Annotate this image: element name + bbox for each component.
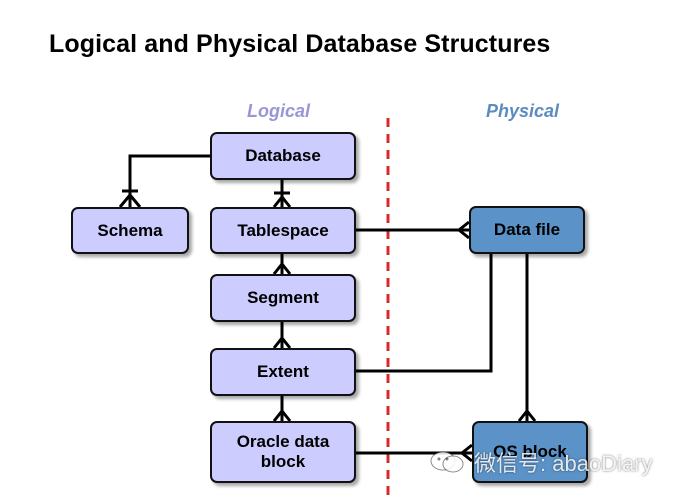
data-file-label: Data file [493,220,561,239]
segment-label: Segment [247,288,319,307]
extent-node: Extent [210,348,356,396]
os-block-label: OS block [493,442,567,461]
database-node: Database [210,132,356,180]
os-block-node: OS block [472,421,588,483]
logical-section-label: Logical [247,101,311,121]
crowfoot-tablespace [272,194,292,208]
crowfoot-block-os [459,443,473,463]
diagram-title: Logical and Physical Database Structures [49,30,551,58]
oracle-data-block-label: Oracle data block [236,432,330,471]
extent-label: Extent [257,362,309,381]
physical-section-label: Physical [486,101,560,121]
tablespace-node: Tablespace [210,207,356,254]
database-label: Database [245,146,321,165]
wechat-icon [430,451,464,473]
tablespace-label: Tablespace [237,220,329,240]
crowfoot-segment [272,261,292,275]
crowfoot-osblock [517,408,537,422]
segment-node: Segment [210,274,356,322]
watermark-text: 微信号: abaoDiary [474,451,653,476]
crowfoot-extent [272,335,292,349]
oracle-data-block-node: Oracle data block [210,421,356,483]
watermark: 微信号: abaoDiary [428,446,653,478]
schema-node: Schema [71,207,189,254]
extent-datafile-link [356,254,493,373]
crowfoot-schema [118,192,142,208]
data-file-node: Data file [469,206,585,254]
crowfoot-block [272,408,292,422]
schema-label: Schema [97,220,163,240]
database-schema-link [128,154,210,195]
crowfoot-datafile [456,220,470,240]
